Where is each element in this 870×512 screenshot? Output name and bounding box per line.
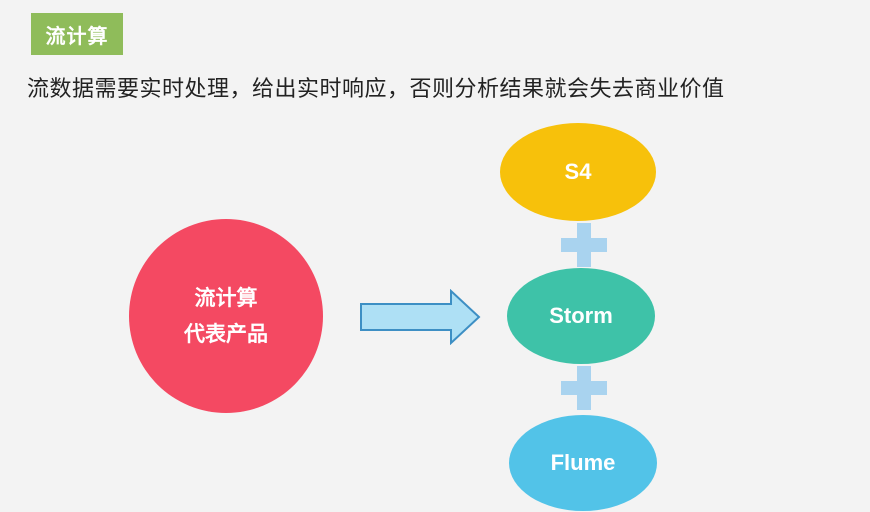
product-s4: S4 — [500, 123, 656, 221]
plus-icon — [561, 223, 607, 267]
subtitle-text: 流数据需要实时处理，给出实时响应，否则分析结果就会失去商业价值 — [27, 77, 725, 102]
stream-computing-circle: 流计算 代表产品 — [129, 219, 323, 413]
product-flume: Flume — [509, 415, 657, 511]
circle-label-line2: 代表产品 — [184, 322, 268, 346]
circle-label-line1: 流计算 — [194, 286, 258, 310]
right-arrow-icon — [360, 289, 481, 345]
section-title-badge: 流计算 — [31, 13, 123, 55]
plus-icon — [561, 366, 607, 410]
product-storm: Storm — [507, 268, 655, 364]
